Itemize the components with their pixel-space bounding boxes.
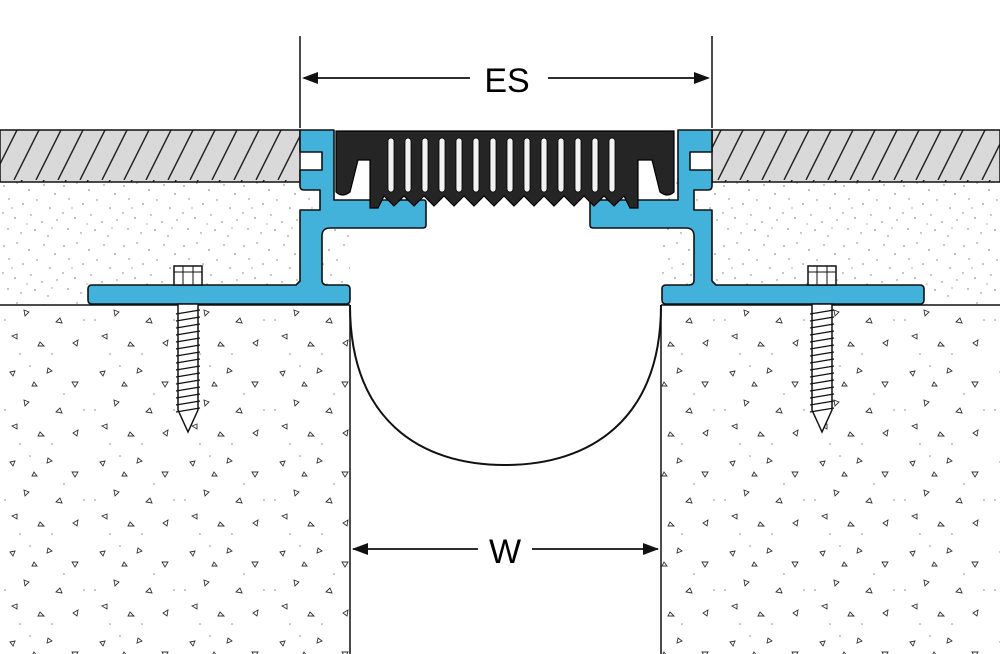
concrete-slab-left [0, 305, 350, 654]
hex-head-screw-icon [173, 265, 203, 434]
profile-left [87, 129, 427, 305]
dimension-w: W [352, 533, 659, 571]
w-label: W [489, 533, 521, 571]
elastomer-insert [335, 130, 675, 209]
profile-right [589, 129, 925, 305]
tile-layer-left [0, 129, 301, 183]
hex-head-screw-icon [807, 265, 837, 434]
es-label: ES [484, 62, 529, 100]
dimension-es: ES [299, 36, 713, 128]
membrane-loop [349, 304, 662, 467]
tile-layer-right [711, 129, 1000, 183]
substrate [0, 129, 1000, 654]
